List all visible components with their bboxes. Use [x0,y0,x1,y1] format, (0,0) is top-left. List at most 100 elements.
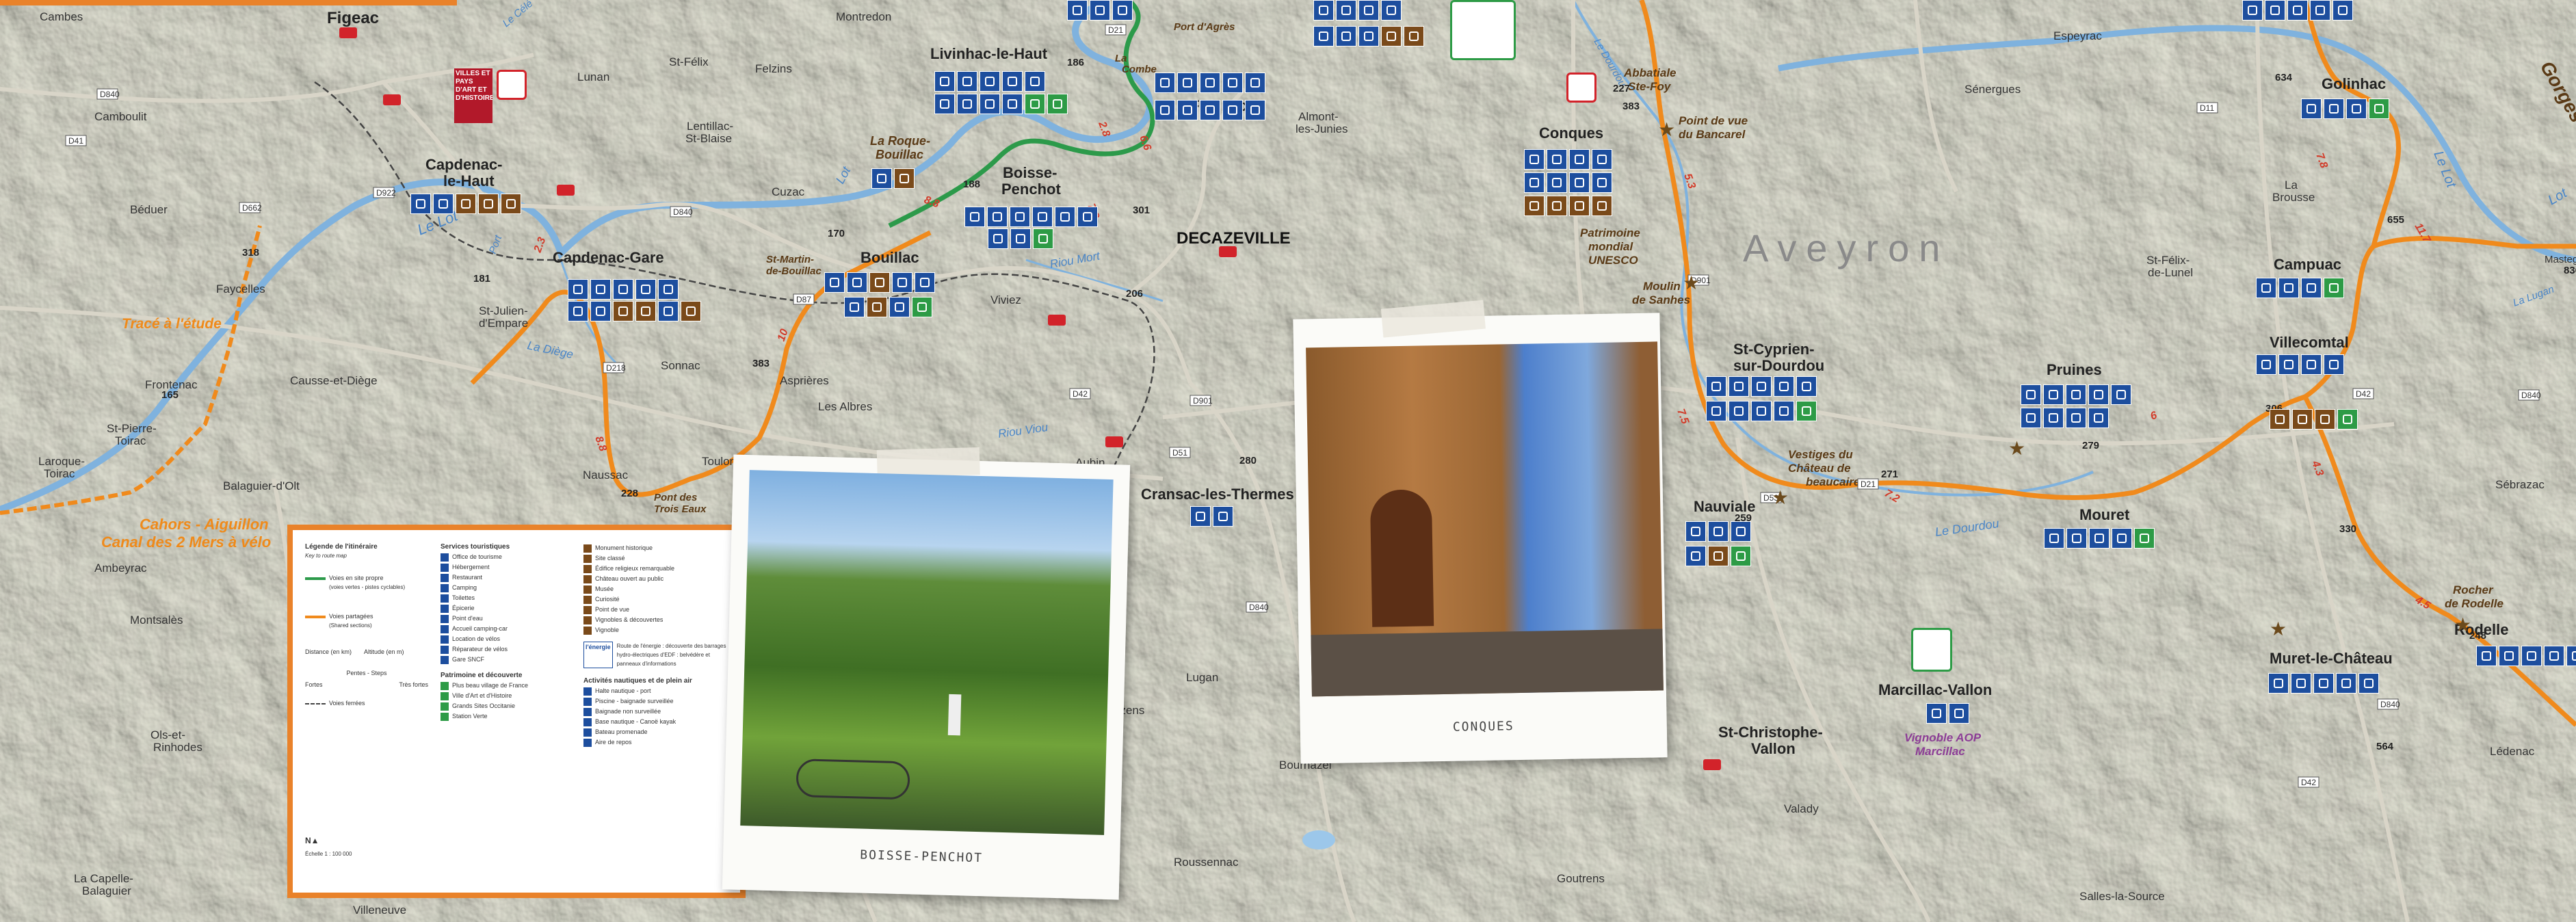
service-icon[interactable] [2313,673,2334,694]
service-icon[interactable] [1381,0,1402,21]
service-icon[interactable] [2301,278,2322,298]
service-icon[interactable] [613,279,633,300]
service-icon[interactable] [1090,0,1110,21]
service-icon[interactable] [1336,0,1356,21]
label-logo-icon[interactable] [1911,628,1952,672]
service-icon[interactable] [980,71,1000,92]
service-icon[interactable] [635,279,656,300]
service-icon[interactable] [1358,26,1379,47]
service-icon[interactable] [501,194,521,214]
label-logo-icon[interactable] [1450,0,1516,60]
service-icon[interactable] [934,71,955,92]
service-icon[interactable] [1731,521,1751,542]
service-icon[interactable] [658,301,679,321]
town-livinhac[interactable]: Livinhac-le-Haut [930,45,1048,62]
service-icon[interactable] [980,94,1000,114]
service-icon[interactable] [1245,73,1265,93]
service-icon[interactable] [1706,376,1726,397]
service-icon[interactable] [1926,703,1947,724]
service-icon[interactable] [635,301,656,321]
service-icon[interactable] [2043,408,2064,428]
service-icon[interactable] [844,297,865,317]
star-viewpoint-icon[interactable]: ★ [1658,119,1676,140]
service-icon[interactable] [1010,207,1030,227]
service-icon[interactable] [1177,100,1198,120]
service-icon[interactable] [2324,98,2344,119]
town-capdenac-gare[interactable]: Capdenac-Gare [553,249,664,266]
service-icon[interactable] [1155,100,1175,120]
service-icon[interactable] [1033,228,1053,249]
service-icon[interactable] [1358,0,1379,21]
service-icon[interactable] [1313,0,1334,21]
service-icon[interactable] [568,279,588,300]
service-icon[interactable] [1708,546,1729,566]
service-icon[interactable] [1774,401,1794,421]
service-icon[interactable] [2256,278,2276,298]
service-icon[interactable] [1002,71,1023,92]
service-icon[interactable] [2066,408,2086,428]
service-icon[interactable] [2301,98,2322,119]
service-icon[interactable] [1547,172,1567,193]
sncf-station-icon[interactable] [1105,436,1123,447]
star-viewpoint-icon[interactable]: ★ [2270,618,2287,640]
service-icon[interactable] [2278,278,2299,298]
service-icon[interactable] [2265,0,2285,21]
service-icon[interactable] [1706,401,1726,421]
service-icon[interactable] [2044,528,2064,549]
label-logo-icon[interactable] [1566,73,1596,103]
service-icon[interactable] [1729,401,1749,421]
site-gorges[interactable]: Gorges du Lot [2536,57,2576,183]
service-icon[interactable] [964,207,985,227]
service-icon[interactable] [912,297,932,317]
town-figeac[interactable]: Figeac [327,9,379,27]
star-viewpoint-icon[interactable]: ★ [1683,272,1700,293]
service-icon[interactable] [847,272,867,293]
town-campuac[interactable]: Campuac [2274,256,2341,273]
service-icon[interactable] [1729,376,1749,397]
service-icon[interactable] [2337,409,2358,430]
service-icon[interactable] [2242,0,2263,21]
service-icon[interactable] [1404,26,1424,47]
service-icon[interactable] [2112,528,2132,549]
service-icon[interactable] [957,71,977,92]
service-icon[interactable] [1731,546,1751,566]
service-icon[interactable] [1200,73,1220,93]
service-icon[interactable] [1751,401,1772,421]
service-icon[interactable] [2134,528,2155,549]
service-icon[interactable] [1002,94,1023,114]
town-villecomtal[interactable]: Villecomtal [2270,334,2349,351]
town-pruines[interactable]: Pruines [2047,361,2102,378]
service-icon[interactable] [1547,149,1567,170]
service-icon[interactable] [2544,646,2564,666]
service-icon[interactable] [1569,172,1590,193]
service-icon[interactable] [2332,0,2353,21]
service-icon[interactable] [2066,384,2086,405]
service-icon[interactable] [1155,73,1175,93]
service-icon[interactable] [1592,172,1612,193]
service-icon[interactable] [2256,354,2276,375]
service-icon[interactable] [590,279,611,300]
service-icon[interactable] [915,272,935,293]
town-rodelle[interactable]: Rodelle [2454,621,2508,638]
service-icon[interactable] [1067,0,1088,21]
service-icon[interactable] [1032,207,1053,227]
service-icon[interactable] [2310,0,2330,21]
service-icon[interactable] [1025,71,1045,92]
service-icon[interactable] [2521,646,2542,666]
service-icon[interactable] [867,297,887,317]
sncf-station-icon[interactable] [557,185,575,196]
service-icon[interactable] [2270,409,2290,430]
service-icon[interactable] [934,94,955,114]
service-icon[interactable] [889,297,910,317]
town-cyprien[interactable]: St-Cyprien-sur-Dourdou [1733,341,1824,374]
service-icon[interactable] [2268,673,2289,694]
service-icon[interactable] [1336,26,1356,47]
service-icon[interactable] [988,228,1008,249]
service-icon[interactable] [1177,73,1198,93]
service-icon[interactable] [2324,354,2344,375]
sncf-station-icon[interactable] [1048,315,1066,326]
